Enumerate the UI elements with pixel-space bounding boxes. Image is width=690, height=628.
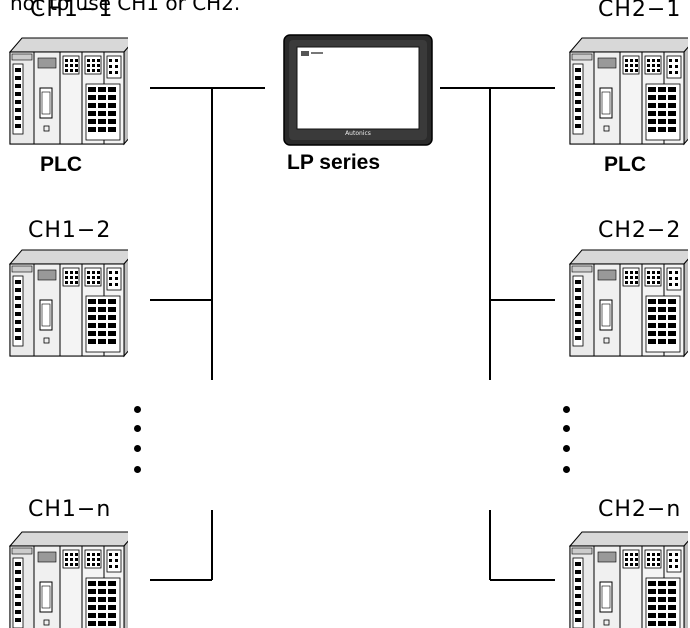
plc-icon bbox=[9, 249, 128, 357]
ch2-1-device-label: PLC bbox=[604, 153, 646, 176]
ellipsis-dot bbox=[134, 406, 141, 413]
hmi-label: LP series bbox=[287, 151, 381, 174]
ch1-2-label: CH1−2 bbox=[28, 218, 112, 243]
plc-icon bbox=[569, 37, 688, 145]
ellipsis-dot bbox=[563, 466, 570, 473]
ch2-2-label: CH2−2 bbox=[598, 218, 682, 243]
hmi-brand: Autonics bbox=[345, 130, 371, 137]
plc-icon bbox=[569, 531, 688, 628]
plc-icon bbox=[9, 37, 128, 145]
ch1-1-device-label: PLC bbox=[40, 153, 82, 176]
top-note-text: not to use CH1 or CH2. bbox=[10, 0, 241, 15]
ch1-1-label: CH1−1 bbox=[30, 0, 114, 22]
ellipsis-dot bbox=[134, 445, 141, 452]
ellipsis-dot bbox=[563, 425, 570, 432]
ch2-1-label: CH2−1 bbox=[598, 0, 682, 22]
ellipsis-dot bbox=[563, 445, 570, 452]
ellipsis-dot bbox=[134, 425, 141, 432]
ellipsis-dot bbox=[563, 406, 570, 413]
plc-icon bbox=[9, 531, 128, 628]
hmi-panel: Autonics bbox=[283, 34, 433, 146]
ellipsis-dot bbox=[134, 466, 141, 473]
plc-icon bbox=[569, 249, 688, 357]
ch1-n-label: CH1−n bbox=[28, 497, 112, 522]
ch2-n-label: CH2−n bbox=[598, 497, 682, 522]
